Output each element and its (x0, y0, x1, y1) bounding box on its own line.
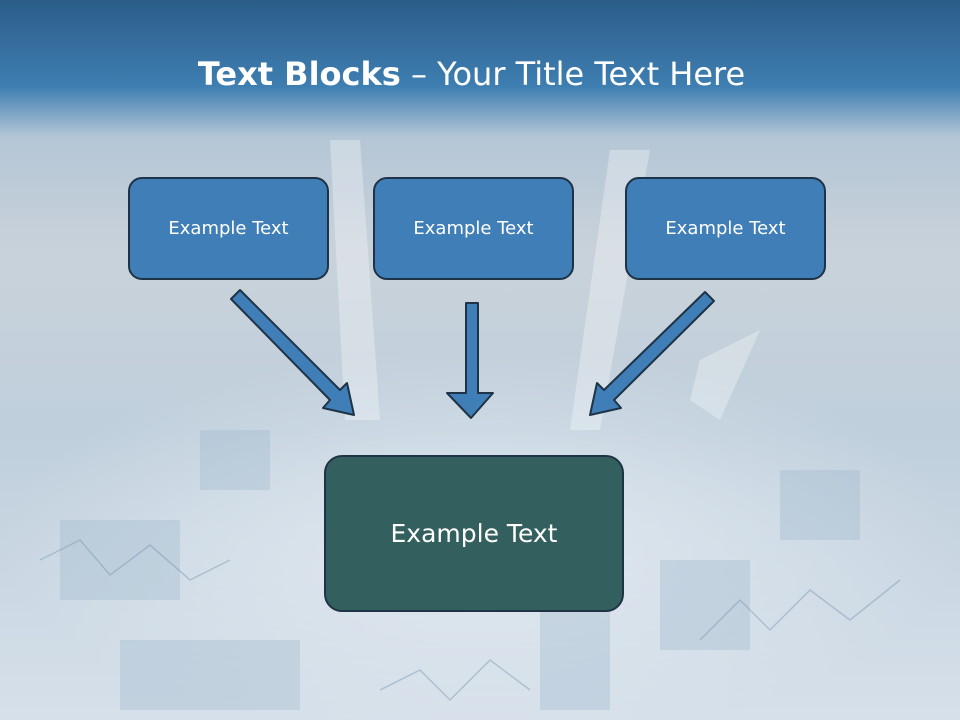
text-block-bottom[interactable]: Example Text (324, 455, 624, 612)
text-block-top-right[interactable]: Example Text (625, 177, 826, 280)
title-rest: Your Title Text Here (437, 55, 746, 93)
text-block-top-center-label: Example Text (413, 218, 534, 239)
text-block-bottom-label: Example Text (390, 519, 558, 548)
text-block-top-center[interactable]: Example Text (373, 177, 574, 280)
title-bold: Text Blocks (197, 55, 401, 93)
text-block-top-left[interactable]: Example Text (128, 177, 329, 280)
text-block-top-right-label: Example Text (665, 218, 786, 239)
title-separator: – (400, 55, 438, 93)
slide-title: Text Blocks – Your Title Text Here (0, 52, 943, 96)
text-block-top-left-label: Example Text (168, 218, 289, 239)
